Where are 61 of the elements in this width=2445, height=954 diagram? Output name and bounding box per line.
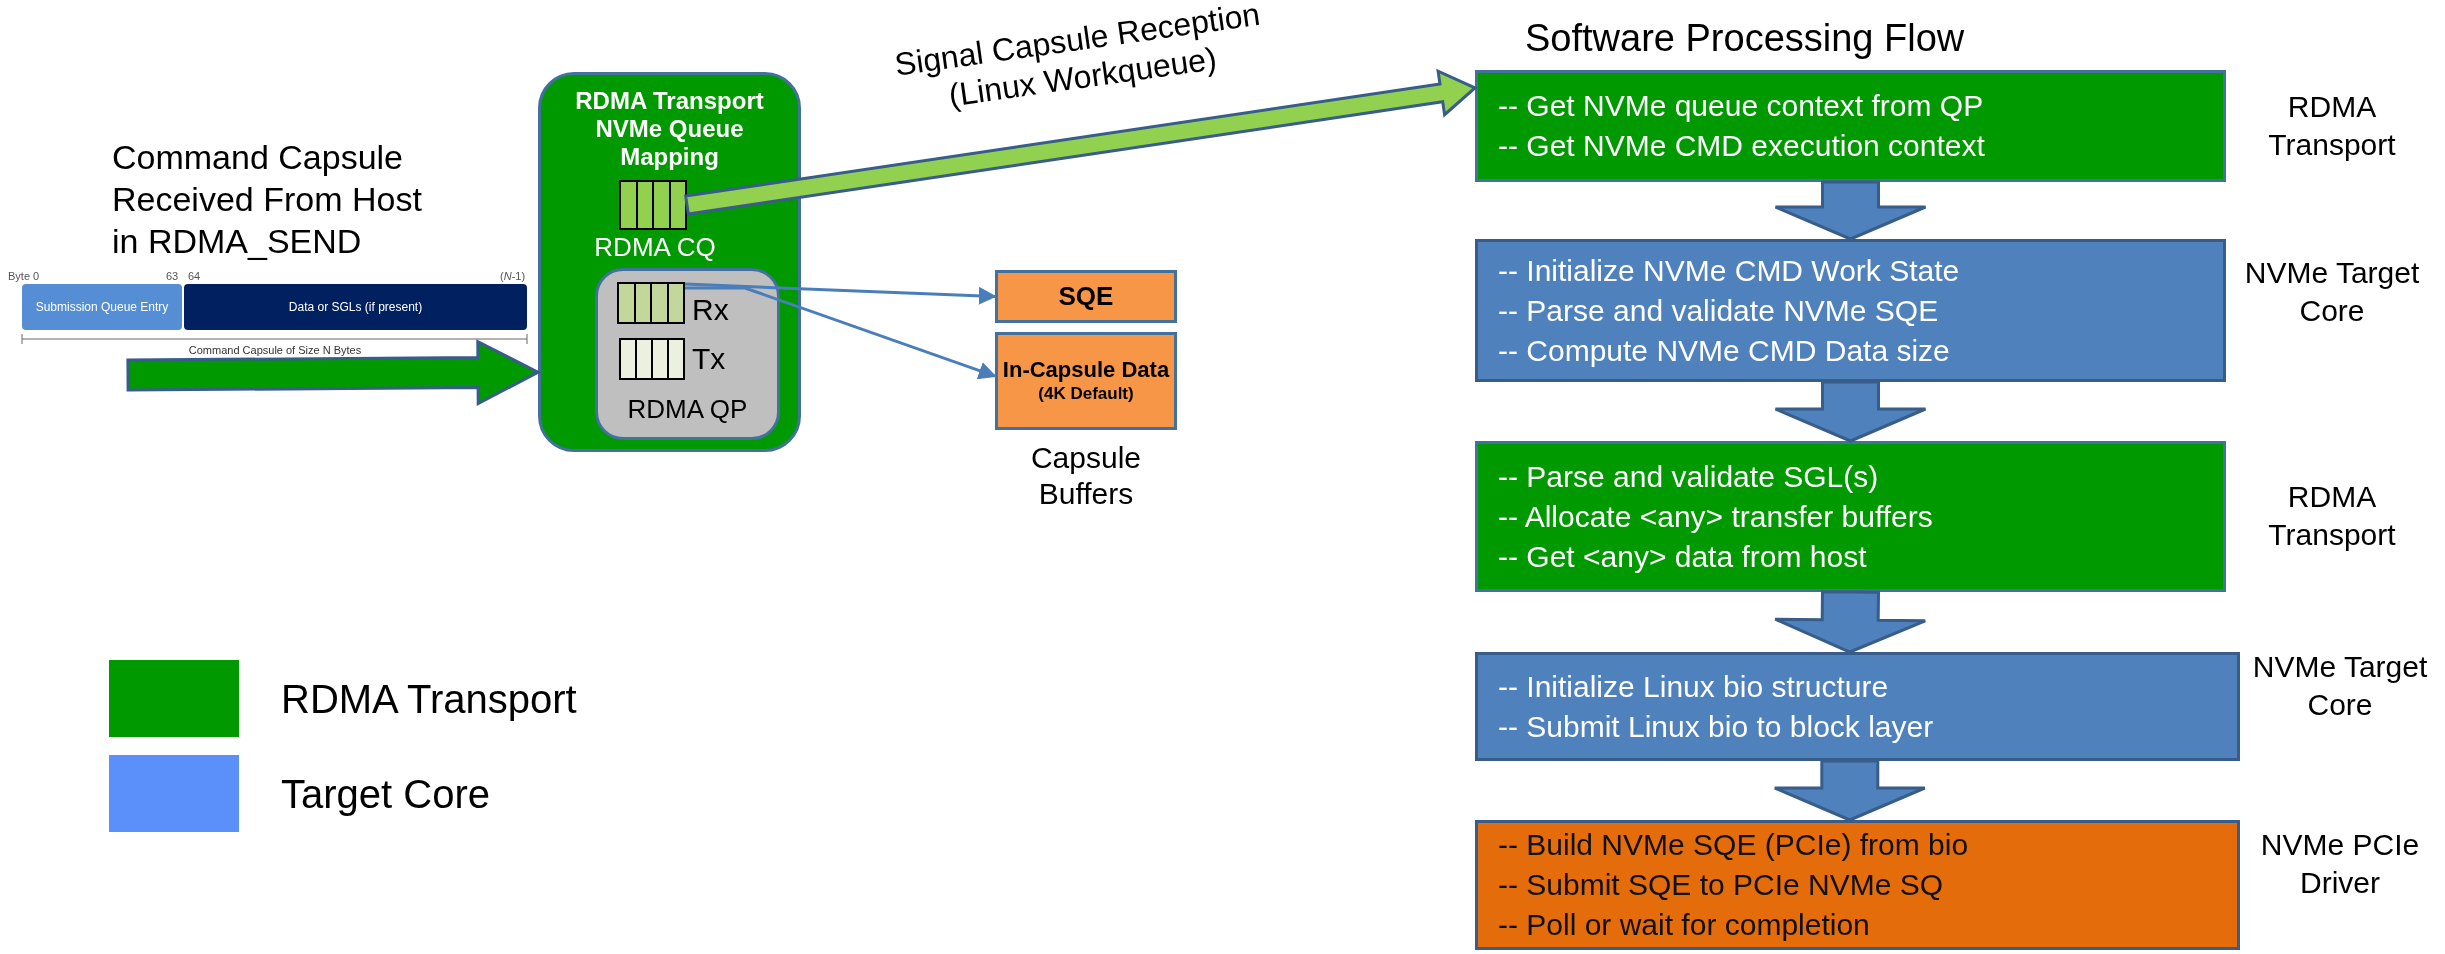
step-text: -- Allocate <any> transfer buffers	[1498, 498, 1934, 535]
step-text: -- Compute NVMe CMD Data size	[1498, 332, 1951, 369]
legend-label: Target Core	[281, 770, 490, 818]
arrow	[684, 282, 997, 305]
queue-icon	[619, 338, 685, 380]
box-label: RDMA QP	[626, 393, 749, 426]
step-text: -- Poll or wait for completion	[1498, 907, 1871, 943]
side-label: NVMe PCIe Driver	[2259, 827, 2421, 901]
arrow	[685, 286, 997, 380]
step-text: -- Parse and validate SGL(s)	[1498, 458, 1880, 495]
step-text: -- Initialize NVMe CMD Work State	[1498, 252, 1961, 289]
side-label: RDMA Transport	[2267, 89, 2397, 163]
process-box	[1475, 820, 2240, 950]
block-arrow	[1773, 759, 1927, 822]
side-label: RDMA CQ	[593, 232, 717, 262]
step-text: -- Build NVMe SQE (PCIe) from bio	[1498, 827, 1970, 863]
side-label: Tx	[692, 342, 727, 376]
box-label: (4K Default)	[1038, 383, 1134, 405]
box-title: RDMA Transport NVMe Queue Mapping	[574, 86, 765, 171]
step-text: -- Get NVMe CMD execution context	[1498, 128, 1986, 164]
block-arrow	[1774, 380, 1927, 443]
queue-icon	[619, 180, 687, 230]
heading: Command Capsule Received From Host in RDMA_SEND	[112, 137, 423, 262]
step-text: -- Initialize Linux bio structure	[1498, 668, 1890, 705]
step-text: -- Submit Linux bio to block layer	[1498, 708, 1935, 745]
annotation: Command Capsule of Size N Bytes	[187, 343, 363, 358]
block-arrow	[684, 68, 1478, 216]
side-label: RDMA Transport	[2267, 479, 2397, 553]
annotation: (N-1)	[500, 269, 526, 284]
step-text: -- Parse and validate NVMe SQE	[1498, 292, 1940, 329]
box-label: In-Capsule Data	[1002, 357, 1170, 383]
queue-mapping-box	[538, 72, 801, 452]
step-text: -- Submit SQE to PCIe NVMe SQ	[1498, 867, 1945, 903]
step-text: -- Get NVMe queue context from QP	[1498, 88, 1985, 124]
block-arrow	[1773, 590, 1927, 654]
queue-icon	[617, 282, 685, 324]
process-box	[1475, 441, 2226, 592]
box-label: SQE	[1058, 280, 1114, 313]
process-box	[1475, 239, 2226, 382]
buffer-box	[995, 332, 1177, 430]
side-label: Rx	[692, 293, 730, 327]
heading: Software Processing Flow	[1525, 16, 1965, 61]
step-text: -- Get <any> data from host	[1498, 538, 1868, 575]
legend-label: RDMA Transport	[281, 675, 577, 723]
process-box	[1475, 70, 2226, 182]
queue-pair-box	[595, 268, 780, 440]
segment-label: Data or SGLs (if present)	[288, 299, 423, 316]
process-box	[1475, 652, 2240, 761]
block-arrow	[126, 339, 542, 407]
annotation: Capsule Buffers	[1029, 440, 1143, 512]
side-label: NVMe Target Core	[2243, 255, 2421, 329]
data-segment	[184, 284, 527, 330]
queue-entry-segment	[22, 284, 182, 330]
segment-label: Submission Queue Entry	[35, 299, 169, 316]
edge-label: Signal Capsule Reception (Linux Workqueue)	[891, 0, 1264, 116]
annotation: 64	[188, 269, 201, 284]
block-arrow	[1774, 180, 1927, 241]
buffer-box	[995, 270, 1177, 323]
annotation: Byte 0	[8, 269, 40, 284]
annotation: 63	[166, 269, 179, 284]
side-label: NVMe Target Core	[2251, 649, 2429, 723]
